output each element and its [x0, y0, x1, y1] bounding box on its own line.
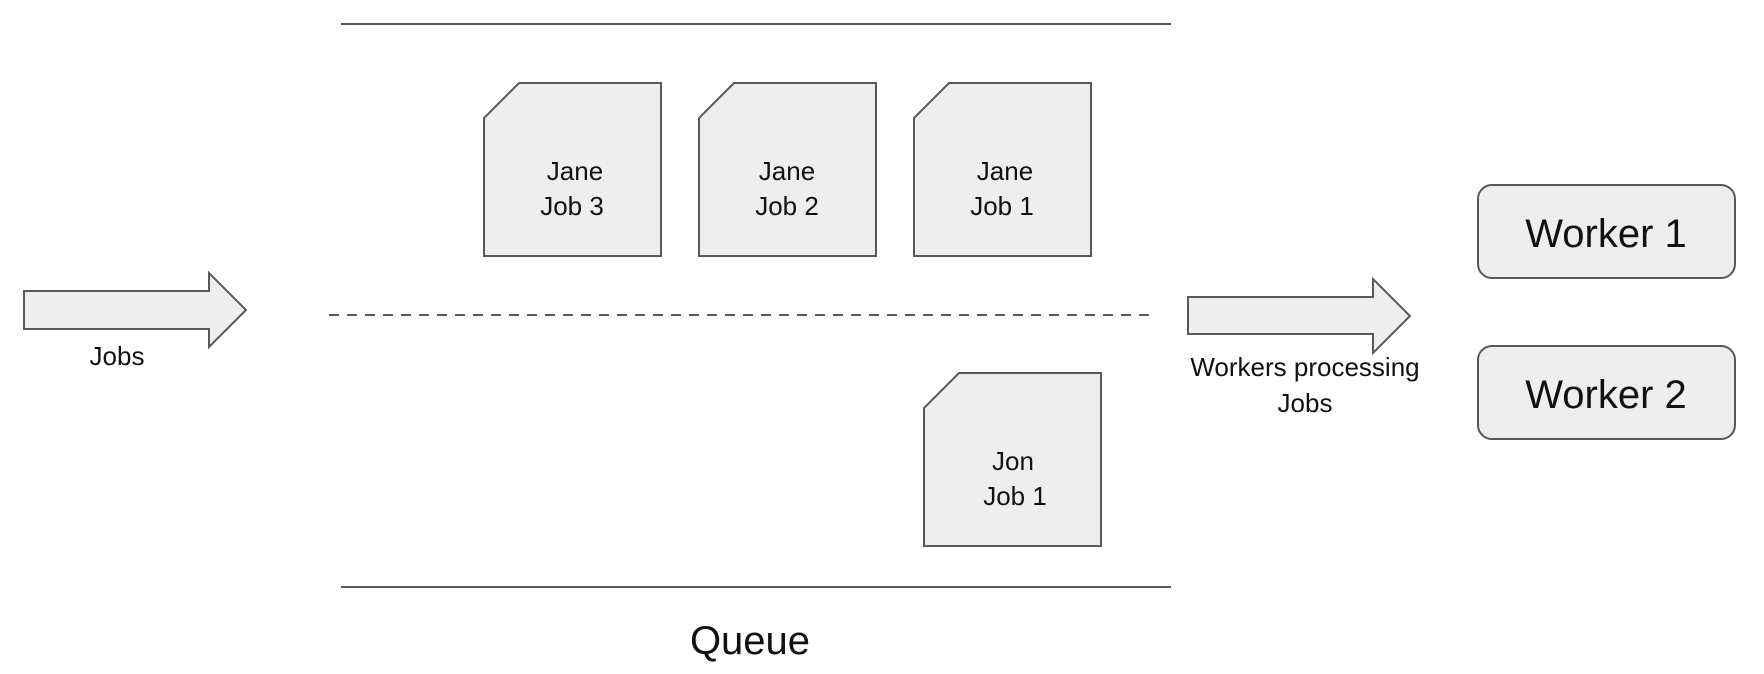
job-card-shape	[913, 82, 1092, 257]
job-name-label: Job 1	[983, 481, 1047, 511]
job-card-shape	[698, 82, 877, 257]
job-owner-label: Jane	[547, 156, 603, 186]
job-card: Jane Job 3	[483, 82, 662, 257]
job-name-label: Job 1	[970, 191, 1034, 221]
job-card: Jane Job 2	[698, 82, 877, 257]
workers-processing-arrow: Workers processing Jobs	[1187, 276, 1420, 418]
right-arrow-icon	[23, 270, 248, 350]
jobs-input-arrow: Jobs	[23, 270, 248, 371]
job-name-label: Job 2	[755, 191, 819, 221]
job-owner-label: Jane	[759, 156, 815, 186]
jobs-arrow-label: Jobs	[90, 341, 145, 371]
job-name-label: Job 3	[540, 191, 604, 221]
processing-arrow-label-line1: Workers processing	[1190, 352, 1419, 382]
worker-box-shape	[1477, 345, 1736, 440]
worker-label: Worker 2	[1525, 373, 1687, 417]
worker-label: Worker 1	[1525, 212, 1687, 256]
worker-box: Worker 1	[1477, 184, 1736, 279]
job-owner-label: Jane	[977, 156, 1033, 186]
processing-arrow-label-line2: Jobs	[1278, 388, 1333, 418]
job-card-shape	[483, 82, 662, 257]
worker-box: Worker 2	[1477, 345, 1736, 440]
job-card: Jon Job 1	[923, 372, 1102, 547]
worker-box-shape	[1477, 184, 1736, 279]
right-arrow-icon	[1187, 276, 1412, 356]
job-card: Jane Job 1	[913, 82, 1092, 257]
job-card-shape	[923, 372, 1102, 547]
queue-label: Queue	[690, 619, 810, 663]
job-owner-label: Jon	[992, 446, 1034, 476]
